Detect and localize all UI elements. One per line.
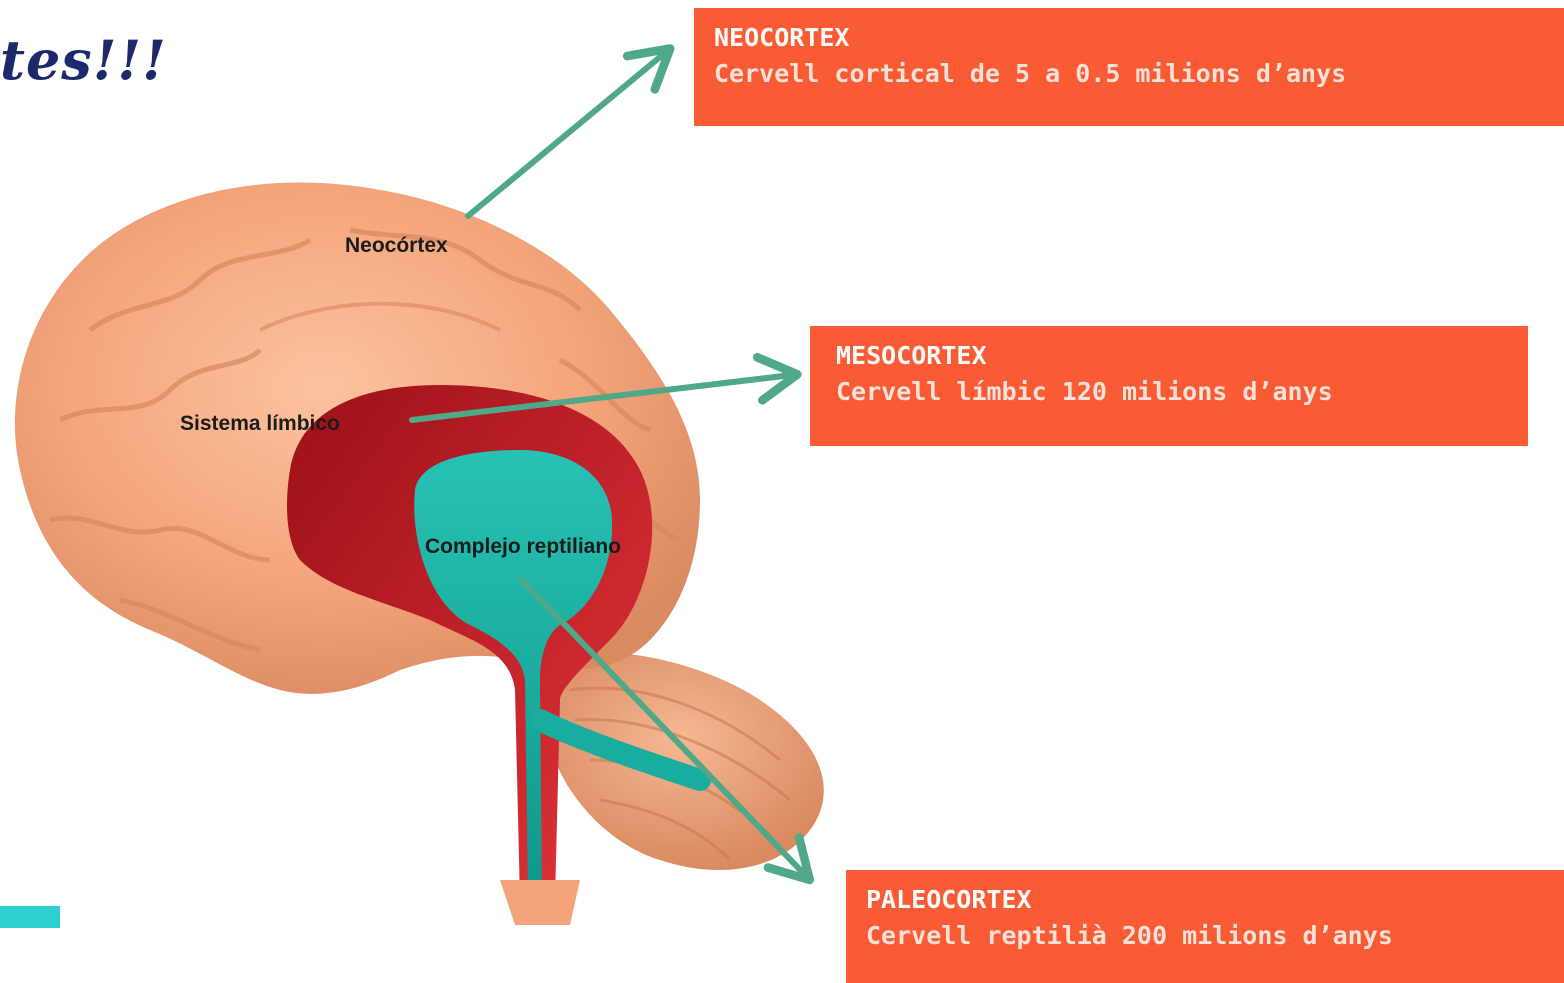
cerebellum [538,652,824,870]
arrow-neocortex [468,52,666,216]
mesocortex-heading: MESOCORTEX [836,338,1528,374]
paleocortex-heading: PALEOCORTEX [866,882,1564,918]
label-neocortex: Neocórtex [345,234,448,257]
label-reptilian-complex: Complejo reptiliano [425,535,621,558]
neocortex-detail: Cervell cortical de 5 a 0.5 milions d’an… [714,56,1564,92]
mesocortex-box: MESOCORTEX Cervell límbic 120 milions d’… [810,326,1528,446]
paleocortex-box: PALEOCORTEX Cervell reptilià 200 milions… [846,870,1564,983]
brain-stem-base [500,880,580,925]
mesocortex-detail: Cervell límbic 120 milions d’anys [836,374,1528,410]
paleocortex-detail: Cervell reptilià 200 milions d’anys [866,918,1564,954]
neocortex-heading: NEOCORTEX [714,20,1564,56]
label-limbic-system: Sistema límbico [180,412,340,435]
neocortex-box: NEOCORTEX Cervell cortical de 5 a 0.5 mi… [694,8,1564,126]
